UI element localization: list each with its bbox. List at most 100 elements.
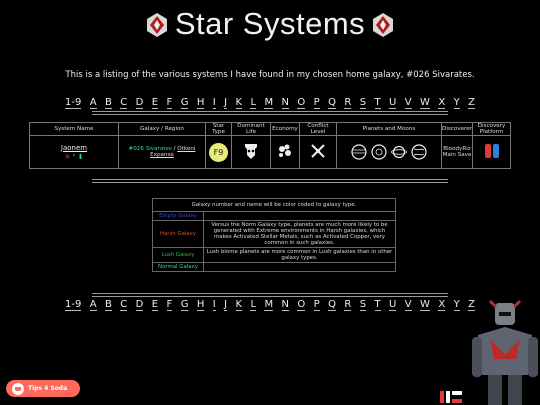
alpha-link[interactable]: L: [250, 299, 257, 311]
alpha-link[interactable]: A: [89, 97, 97, 109]
alpha-link[interactable]: 1-9: [65, 97, 82, 109]
alpha-link[interactable]: S: [359, 299, 367, 311]
alpha-link[interactable]: K: [235, 97, 243, 109]
alpha-link[interactable]: G: [180, 97, 189, 109]
legend-row: Empty Galaxy: [152, 211, 396, 221]
planet-icon: [351, 144, 367, 160]
alpha-link[interactable]: B: [105, 97, 112, 109]
legend-row: Lush Galaxy Lush biome planets are more …: [152, 247, 396, 263]
download-badge-icon: ⬇: [77, 152, 84, 161]
legend-desc: Versus the Norm Galaxy type, planets are…: [203, 220, 396, 248]
system-badges: ✕ ᴾ ⬇: [30, 153, 118, 161]
discoverer-save: Main Save: [442, 152, 472, 158]
alpha-link[interactable]: I: [212, 299, 216, 311]
tips-label: Tips 4 Soda: [28, 385, 68, 392]
alpha-link[interactable]: Y: [453, 97, 460, 109]
alpha-link[interactable]: V: [404, 97, 412, 109]
alpha-link[interactable]: F: [166, 299, 173, 311]
alpha-link[interactable]: J: [224, 97, 228, 109]
alpha-link[interactable]: U: [389, 299, 397, 311]
alpha-link[interactable]: X: [438, 97, 446, 109]
alphabet-nav-bottom: 1-9 A B C D E F G H I J K L M N O P Q R …: [65, 299, 475, 311]
discoverer-name: BloodyRiz: [443, 146, 471, 152]
legend-header: Galaxy number and name will be color cod…: [152, 198, 396, 212]
legend-desc: [203, 262, 396, 272]
table-row: Jaonem ✕ ᴾ ⬇ #026 Sivarates / Otkeni Exp…: [29, 135, 511, 169]
alpha-link[interactable]: F: [166, 97, 173, 109]
alpha-link[interactable]: M: [264, 299, 274, 311]
vykeen-life-icon: [245, 144, 257, 159]
alpha-link[interactable]: Z: [468, 97, 475, 109]
brand-logo-icon: [440, 391, 462, 403]
alpha-link[interactable]: P: [313, 299, 320, 311]
legend-galaxy-harsh: Harsh Galaxy: [152, 220, 204, 248]
alpha-link[interactable]: Z: [468, 299, 475, 311]
page-title: Star Systems: [0, 6, 540, 42]
portal-badge-icon: ᴾ: [72, 152, 76, 161]
alpha-link[interactable]: R: [344, 97, 352, 109]
alpha-link[interactable]: K: [235, 299, 243, 311]
cell-system-name: Jaonem ✕ ᴾ ⬇: [29, 135, 119, 169]
alpha-link[interactable]: U: [389, 97, 397, 109]
planet-icon: [371, 144, 387, 160]
alpha-link[interactable]: A: [89, 299, 97, 311]
warp-badge-icon: ✕: [64, 152, 71, 161]
alpha-link[interactable]: P: [313, 97, 320, 109]
tips-button[interactable]: Tips 4 Soda: [6, 380, 80, 397]
alpha-link[interactable]: Q: [328, 97, 336, 109]
alpha-link[interactable]: N: [281, 97, 289, 109]
galaxy-legend-table: Galaxy number and name will be color cod…: [152, 198, 396, 272]
alpha-link[interactable]: Q: [328, 299, 336, 311]
alpha-link[interactable]: Y: [453, 299, 460, 311]
alpha-link[interactable]: O: [297, 97, 306, 109]
alpha-link[interactable]: T: [374, 97, 381, 109]
alpha-link[interactable]: E: [151, 97, 159, 109]
conflict-icon: [311, 144, 325, 158]
alpha-link[interactable]: M: [264, 97, 274, 109]
region-link[interactable]: Otkeni Expanse: [150, 146, 196, 158]
alpha-link[interactable]: C: [120, 97, 128, 109]
alpha-link[interactable]: G: [180, 299, 189, 311]
alpha-link[interactable]: J: [224, 299, 228, 311]
alpha-link[interactable]: V: [404, 299, 412, 311]
alpha-link[interactable]: O: [297, 299, 306, 311]
col-header: System Name: [29, 122, 119, 136]
alpha-link[interactable]: D: [135, 299, 144, 311]
alpha-link[interactable]: I: [212, 97, 216, 109]
col-header: Discoverer: [441, 122, 473, 136]
legend-galaxy-lush: Lush Galaxy: [152, 247, 204, 263]
systems-table: System Name Galaxy / Region Star Type Do…: [29, 122, 511, 169]
alpha-link[interactable]: N: [281, 299, 289, 311]
alpha-link[interactable]: C: [120, 299, 128, 311]
cell-discoverer: BloodyRiz Main Save: [441, 135, 473, 169]
alpha-link[interactable]: H: [196, 97, 205, 109]
cell-planets-moons: [336, 135, 442, 169]
alpha-link[interactable]: W: [420, 97, 430, 109]
robot-avatar-icon: [472, 299, 538, 405]
system-name-link[interactable]: Jaonem: [60, 143, 88, 152]
legend-desc: [203, 211, 396, 221]
alpha-link[interactable]: W: [420, 299, 430, 311]
legend-row: Normal Galaxy: [152, 262, 396, 272]
alpha-link[interactable]: X: [438, 299, 446, 311]
title-text: Star Systems: [174, 6, 366, 41]
alpha-link[interactable]: B: [105, 299, 112, 311]
col-header: Star Type: [205, 122, 232, 136]
cell-star-type: F9: [205, 135, 232, 169]
star-type-badge: F9: [209, 142, 228, 162]
alpha-link[interactable]: E: [151, 299, 159, 311]
alpha-link[interactable]: 1-9: [65, 299, 82, 311]
cell-galaxy-region: #026 Sivarates / Otkeni Expanse: [118, 135, 206, 169]
alpha-link[interactable]: T: [374, 299, 381, 311]
legend-desc: Lush biome planets are more common in Lu…: [203, 247, 396, 263]
col-header: Dominant Life: [231, 122, 271, 136]
divider: [92, 179, 448, 183]
legend-galaxy-normal: Normal Galaxy: [152, 262, 204, 272]
alpha-link[interactable]: H: [196, 299, 205, 311]
col-header: Discovery Platform: [472, 122, 511, 136]
alpha-link[interactable]: S: [359, 97, 367, 109]
alpha-link[interactable]: D: [135, 97, 144, 109]
col-header: Galaxy / Region: [118, 122, 206, 136]
alpha-link[interactable]: R: [344, 299, 352, 311]
alpha-link[interactable]: L: [250, 97, 257, 109]
